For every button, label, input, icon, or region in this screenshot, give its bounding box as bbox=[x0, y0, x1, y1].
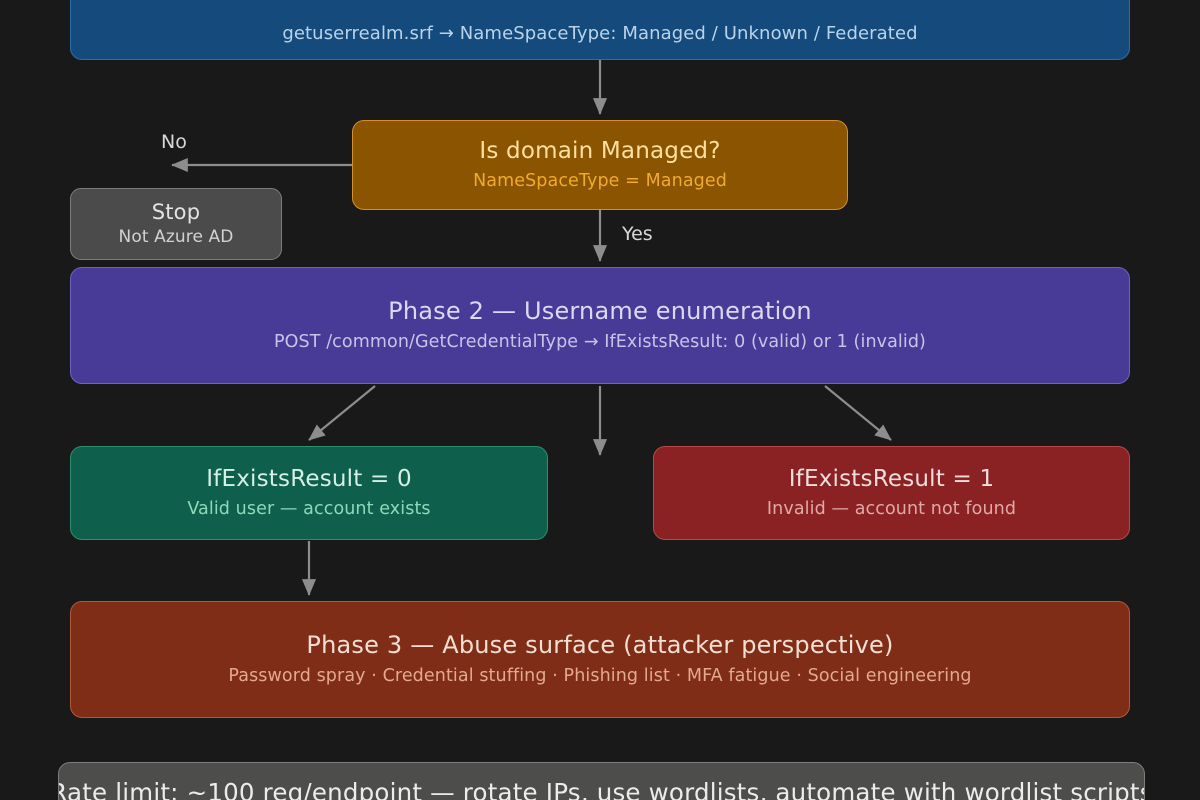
node-phase2-subtitle: POST /common/GetCredentialType → IfExist… bbox=[274, 332, 926, 353]
node-invalid-title: IfExistsResult = 1 bbox=[788, 465, 995, 492]
node-phase1-domain-discovery[interactable]: getuserrealm.srf → NameSpaceType: Manage… bbox=[70, 0, 1130, 60]
node-stop-title: Stop bbox=[151, 200, 201, 225]
node-decision-is-domain-managed[interactable]: Is domain Managed? NameSpaceType = Manag… bbox=[352, 120, 848, 210]
node-decision-title: Is domain Managed? bbox=[479, 137, 721, 164]
node-valid-subtitle: Valid user — account exists bbox=[187, 499, 431, 520]
node-result-valid-user[interactable]: IfExistsResult = 0 Valid user — account … bbox=[70, 446, 548, 540]
node-phase2-title: Phase 2 — Username enumeration bbox=[388, 296, 812, 325]
node-phase1-subtitle: getuserrealm.srf → NameSpaceType: Manage… bbox=[282, 23, 918, 45]
node-result-invalid-user[interactable]: IfExistsResult = 1 Invalid — account not… bbox=[653, 446, 1130, 540]
node-phase3-title: Phase 3 — Abuse surface (attacker perspe… bbox=[306, 630, 894, 659]
node-footer-title: Rate limit: ~100 req/endpoint — rotate I… bbox=[58, 778, 1145, 800]
node-phase2-username-enumeration[interactable]: Phase 2 — Username enumeration POST /com… bbox=[70, 267, 1130, 384]
node-stop-not-azure-ad[interactable]: Stop Not Azure AD bbox=[70, 188, 282, 260]
node-invalid-subtitle: Invalid — account not found bbox=[766, 499, 1017, 520]
node-phase3-subtitle: Password spray · Credential stuffing · P… bbox=[228, 666, 972, 687]
edge-label-yes: Yes bbox=[622, 223, 653, 245]
edge-phase2-to-invalid bbox=[824, 385, 892, 441]
node-stop-subtitle: Not Azure AD bbox=[118, 227, 234, 248]
edge-label-no: No bbox=[161, 131, 187, 153]
edge-phase2-to-valid bbox=[308, 385, 376, 441]
node-valid-title: IfExistsResult = 0 bbox=[206, 465, 412, 492]
node-phase3-abuse-surface[interactable]: Phase 3 — Abuse surface (attacker perspe… bbox=[70, 601, 1130, 718]
node-decision-subtitle: NameSpaceType = Managed bbox=[473, 171, 727, 192]
node-footer-rate-limit-note[interactable]: Rate limit: ~100 req/endpoint — rotate I… bbox=[58, 762, 1145, 800]
